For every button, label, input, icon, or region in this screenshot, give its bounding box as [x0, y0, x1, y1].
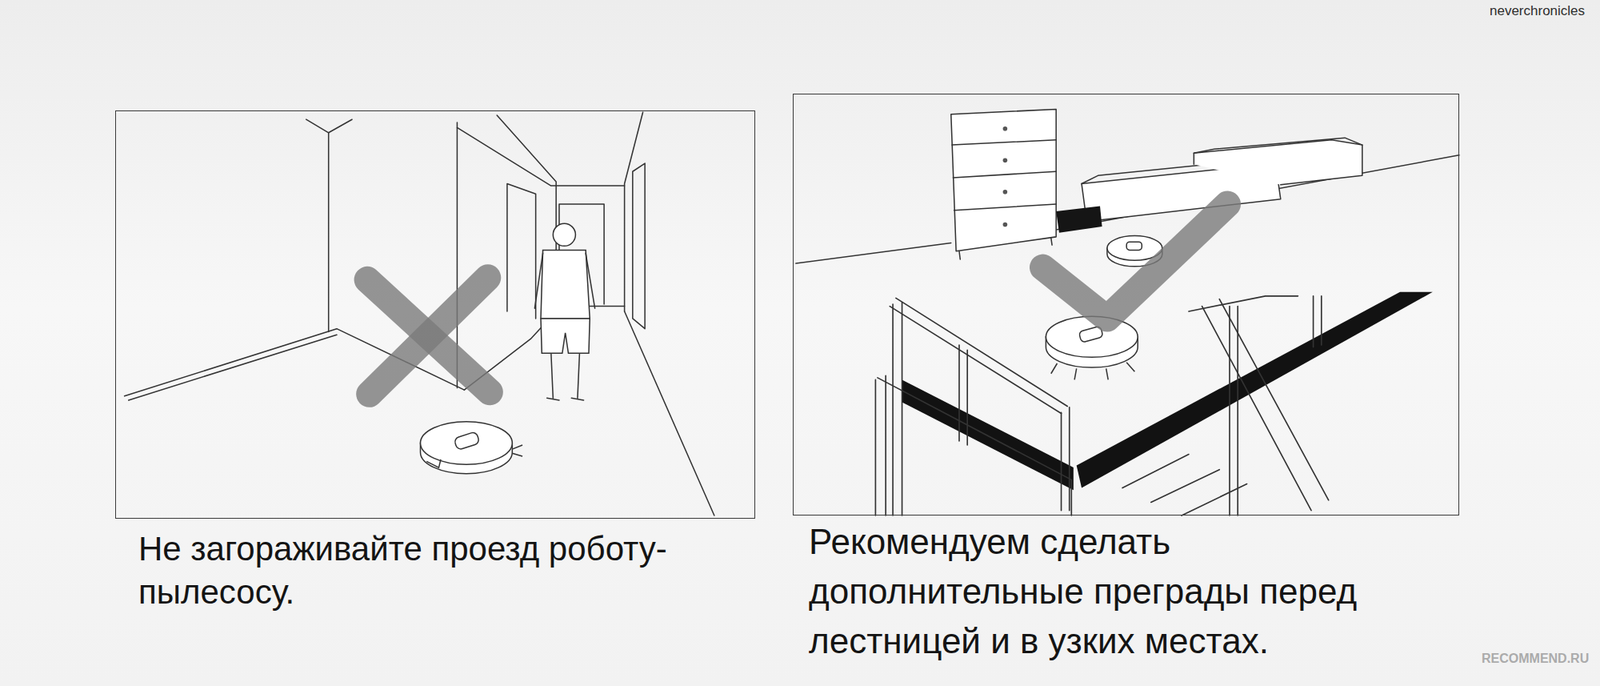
robot-vacuum [1051, 362, 1136, 380]
stair-railing [875, 375, 886, 516]
stair-edge [902, 379, 1074, 490]
illustration-panel: Рекомендуем сделать дополнительные прегр… [792, 93, 1460, 516]
drawer-knobs [1003, 126, 1008, 132]
drawer-knobs [1003, 189, 1008, 195]
robot-vacuum [420, 421, 513, 465]
robot-vacuum [453, 431, 480, 451]
corridor-drawing [632, 163, 645, 329]
robot-vacuum [1126, 241, 1142, 250]
stair-railing [1229, 306, 1238, 516]
caption-text: Рекомендуем сделать дополнительные прегр… [808, 516, 1449, 666]
person-figure [540, 318, 590, 353]
caption-text: Не загораживайте проезд роботу-пылесосу. [138, 527, 747, 614]
watermark: RECOMMEND.RU [1481, 651, 1589, 666]
room-drawing [951, 108, 1056, 251]
stair-railing [889, 297, 1068, 413]
room-drawing [1193, 137, 1362, 153]
approved-check [1043, 204, 1228, 319]
room-drawing [952, 140, 1056, 211]
person-figure [534, 252, 595, 308]
room-drawing [796, 243, 952, 264]
person-figure [534, 223, 595, 400]
corridor-drawing [624, 112, 644, 312]
stair-railing [1313, 296, 1322, 348]
person-figure [552, 223, 576, 246]
stair-railing [892, 301, 902, 516]
person-figure [540, 249, 590, 318]
gap-shadow [1056, 206, 1102, 233]
stair-railing [1202, 299, 1329, 511]
drawer-knobs [1003, 157, 1008, 163]
forbidden-cross [369, 277, 488, 394]
drawer-knobs [1003, 222, 1008, 228]
forbidden-cross [367, 277, 490, 394]
room-drawing [1193, 140, 1362, 185]
stair-railing [1061, 407, 1070, 511]
stair-railing [959, 344, 968, 445]
corridor-drawing [306, 119, 352, 133]
corridor-drawing [328, 132, 330, 332]
stair-edge [902, 292, 1433, 490]
robot-vacuum [426, 459, 441, 468]
corridor-drawing [507, 184, 536, 319]
corridor-drawing [128, 334, 337, 400]
stair-railing [1122, 454, 1248, 516]
watermark: neverchronicles [1489, 3, 1585, 20]
corridor-drawing [124, 112, 715, 516]
person-figure [551, 352, 580, 398]
stair-railing [875, 296, 1328, 516]
corridor-drawing [624, 311, 715, 516]
approved-check [1043, 204, 1228, 319]
person-figure [547, 397, 584, 400]
robot-vacuum [512, 444, 523, 456]
drawer-knobs [1003, 126, 1008, 227]
stair-edge [1076, 292, 1433, 488]
illustration-panel: Не загораживайте проезд роботу-пылесосу. [115, 110, 756, 519]
stair-railing [1188, 296, 1298, 312]
stair-railing [877, 377, 1072, 516]
robot-vacuum [420, 421, 524, 474]
corridor-drawing [456, 127, 624, 186]
